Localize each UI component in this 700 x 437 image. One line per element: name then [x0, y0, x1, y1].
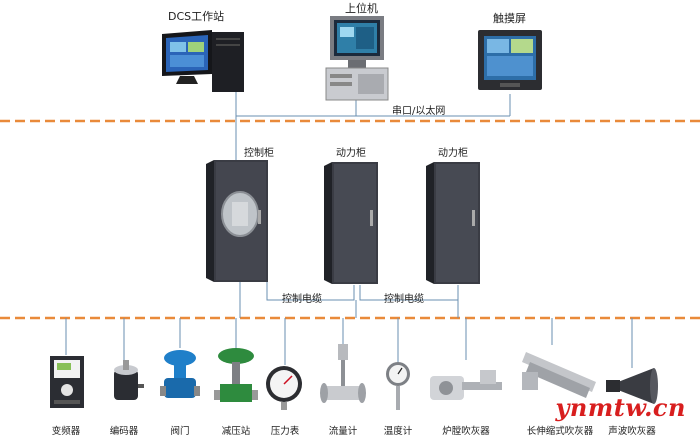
watermark: ynmtw.cn [555, 393, 686, 422]
control-cable-1 [266, 280, 355, 301]
network-label: 串口/以太网 [392, 106, 446, 117]
cable-label-1: 控制电缆 [282, 294, 322, 305]
pressure-reducing-station-icon [214, 348, 258, 402]
field-label-10: 声波吹灰器 [608, 426, 656, 437]
power-cabinet-1-icon [324, 162, 378, 284]
cabinet-3-label: 动力柜 [438, 148, 468, 159]
valve-icon [160, 350, 200, 398]
cabinet-1-label: 控制柜 [244, 148, 274, 159]
inverter-icon [50, 356, 84, 408]
dcs-workstation-icon [162, 30, 244, 92]
field-label-5: 压力表 [270, 426, 300, 437]
pressure-gauge-icon [266, 366, 302, 410]
furnace-sootblower-icon [430, 370, 502, 400]
field-label-2: 编码器 [109, 426, 139, 437]
power-cabinet-2-icon [426, 162, 480, 284]
cable-label-2: 控制电缆 [384, 294, 424, 305]
field-label-1: 变频器 [51, 426, 81, 437]
field-label-9: 长伸缩式吹灰器 [526, 426, 594, 437]
field-label-3: 阀门 [170, 426, 190, 437]
long-retractable-sootblower-icon [522, 352, 596, 398]
touch-label: 触摸屏 [493, 12, 526, 25]
acoustic-sootblower-icon [606, 368, 658, 404]
host-label: 上位机 [345, 2, 378, 15]
field-label-6: 流量计 [328, 426, 358, 437]
field-label-8: 炉膛吹灰器 [442, 426, 490, 437]
host-computer-icon [325, 16, 389, 101]
touch-screen-icon [478, 30, 542, 90]
cabinet-2-label: 动力柜 [336, 148, 366, 159]
control-cable-2 [359, 285, 459, 301]
flowmeter-icon [320, 344, 366, 403]
encoder-icon [114, 360, 144, 400]
field-label-7: 温度计 [383, 426, 413, 437]
control-cabinet-icon [206, 160, 268, 282]
thermometer-icon [386, 362, 410, 410]
field-label-4: 减压站 [221, 426, 251, 437]
dcs-label: DCS工作站 [168, 10, 225, 23]
